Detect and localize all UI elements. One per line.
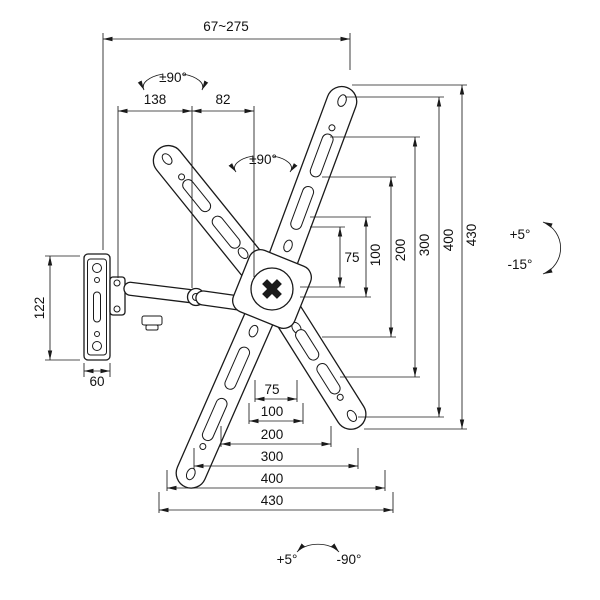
vesa-h-200-label: 200 — [261, 427, 284, 442]
vesa-v-75-label: 75 — [344, 250, 359, 265]
dim-vesa-horizontal: 75 100 200 300 400 430 — [158, 380, 394, 513]
dim-tilt: +5° -15° — [508, 221, 562, 275]
vesa-h-400-label: 400 — [261, 471, 284, 486]
dim-vesa-vertical: 75 100 200 300 400 430 — [300, 84, 479, 430]
center-hub — [232, 249, 312, 329]
vesa-arm-top-right — [266, 85, 358, 278]
vesa-h-430-label: 430 — [261, 493, 284, 508]
vesa-v-200-label: 200 — [393, 239, 408, 262]
vesa-v-430-label: 430 — [464, 224, 479, 247]
swivel-minus-label: -90° — [337, 552, 362, 567]
dim-swivel-bottom: +5° -90° — [277, 543, 362, 567]
tilt-down-label: -15° — [508, 257, 533, 272]
dim-swivel-arm: ±90° — [137, 70, 209, 91]
tilt-up-label: +5° — [510, 227, 531, 242]
cable-clip — [141, 315, 163, 326]
swivel-plus-label: +5° — [277, 552, 298, 567]
vesa-v-300-label: 300 — [417, 234, 432, 257]
vesa-v-400-label: 400 — [441, 229, 456, 252]
dim-rotate-vesa: ±90° — [228, 152, 298, 173]
vesa-arm-bottom-right — [271, 297, 367, 430]
vesa-arm-top-left — [152, 144, 270, 283]
arm-segment-1-label: 138 — [144, 92, 167, 107]
dim-plate-height: 122 — [32, 255, 80, 361]
vesa-v-100-label: 100 — [368, 244, 383, 267]
vesa-h-75-label: 75 — [264, 382, 279, 397]
swivel-arm-label: ±90° — [159, 70, 187, 85]
extension-range-label: 67~275 — [203, 19, 248, 34]
arm-segment-2-label: 82 — [215, 92, 230, 107]
dim-extension-range: 67~275 — [102, 19, 351, 250]
rotate-vesa-label: ±90° — [249, 152, 277, 167]
vesa-h-100-label: 100 — [261, 404, 284, 419]
wall-plate — [83, 253, 111, 361]
plate-height-label: 122 — [32, 297, 47, 320]
hub-cross-hole — [262, 279, 282, 299]
plate-width-label: 60 — [89, 374, 104, 389]
vesa-h-300-label: 300 — [261, 449, 284, 464]
dim-plate-width: 60 — [83, 363, 111, 389]
dim-arm-segments: 138 82 — [117, 92, 255, 288]
